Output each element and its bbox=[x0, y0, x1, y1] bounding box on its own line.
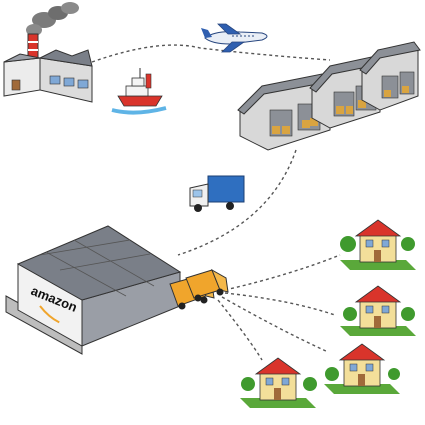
route-factory-to-warehouses bbox=[91, 44, 331, 63]
factory-icon bbox=[3, 2, 93, 103]
route-warehouses-to-amazon bbox=[177, 149, 297, 256]
van-icon bbox=[185, 268, 229, 302]
route-amazon-to-house-3 bbox=[221, 296, 329, 353]
route-amazon-to-house-4 bbox=[217, 299, 263, 361]
house-icon bbox=[240, 357, 317, 408]
route-amazon-to-house-1 bbox=[224, 254, 341, 291]
warehouse-icon bbox=[359, 41, 421, 111]
house-icon bbox=[340, 285, 416, 336]
route-lines bbox=[91, 44, 341, 361]
route-amazon-to-house-2 bbox=[224, 292, 336, 316]
delivery-truck-icon bbox=[189, 175, 245, 212]
ship-icon bbox=[111, 68, 167, 115]
house-icon bbox=[340, 219, 416, 270]
house-icon bbox=[324, 343, 400, 394]
airplane-icon bbox=[201, 23, 268, 53]
amazon-warehouse-icon: amazon bbox=[5, 225, 182, 355]
tree-icon bbox=[340, 236, 356, 252]
